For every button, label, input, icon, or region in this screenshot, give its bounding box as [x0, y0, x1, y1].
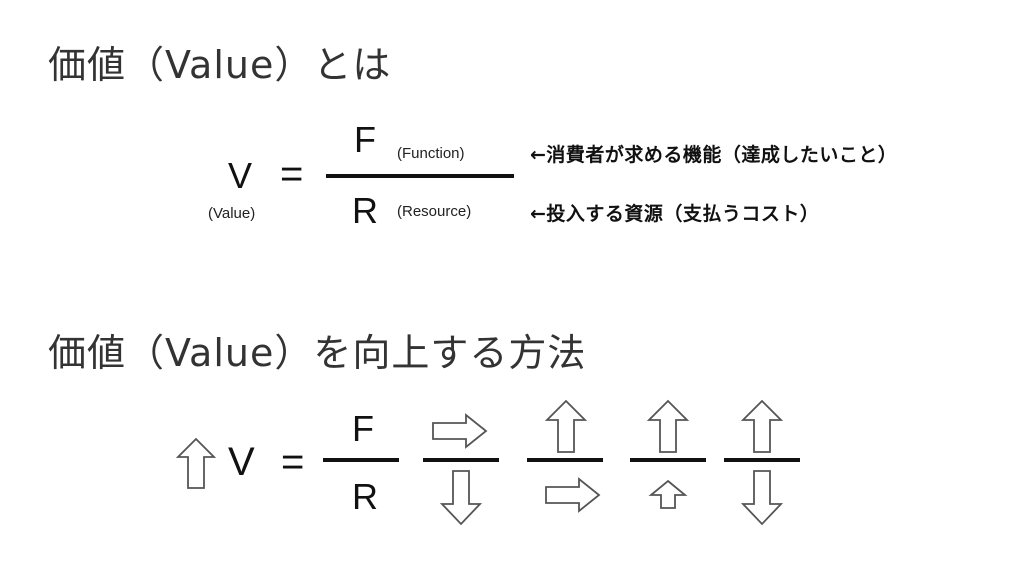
function-note: ←消費者が求める機能（達成したいこと）	[530, 144, 898, 166]
fraction-bar-pattern-2	[527, 458, 603, 462]
equals-sign-2: =	[281, 440, 305, 484]
function-symbol: F	[354, 119, 376, 160]
value-sublabel: (Value)	[208, 205, 256, 222]
up-arrow-icon	[740, 399, 784, 453]
small-up-arrow-icon	[648, 479, 688, 509]
value-symbol: V	[228, 155, 253, 196]
section2-heading: 価値（Value）を向上する方法	[48, 331, 587, 375]
fraction-bar-base	[323, 458, 399, 462]
down-arrow-icon	[439, 470, 483, 526]
section1-heading: 価値（Value）とは	[48, 43, 392, 87]
resource-note: ←投入する資源（支払うコスト）	[530, 203, 820, 225]
equals-sign: =	[280, 152, 304, 196]
fraction-bar-pattern-3	[630, 458, 706, 462]
down-arrow-icon	[740, 470, 784, 526]
fraction-bar-pattern-4	[724, 458, 800, 462]
up-arrow-icon	[646, 399, 690, 453]
right-arrow-icon	[545, 477, 601, 513]
resource-symbol-2: R	[352, 476, 378, 517]
fraction-bar	[326, 174, 514, 178]
right-arrow-icon	[432, 413, 488, 449]
resource-sublabel: (Resource)	[397, 203, 472, 220]
function-sublabel: (Function)	[397, 145, 465, 162]
function-symbol-2: F	[352, 408, 374, 449]
fraction-bar-pattern-1	[423, 458, 499, 462]
up-arrow-icon	[544, 399, 588, 453]
resource-symbol: R	[352, 190, 378, 231]
v-symbol-2: V	[228, 440, 255, 484]
v-up-arrow-icon	[175, 437, 217, 489]
